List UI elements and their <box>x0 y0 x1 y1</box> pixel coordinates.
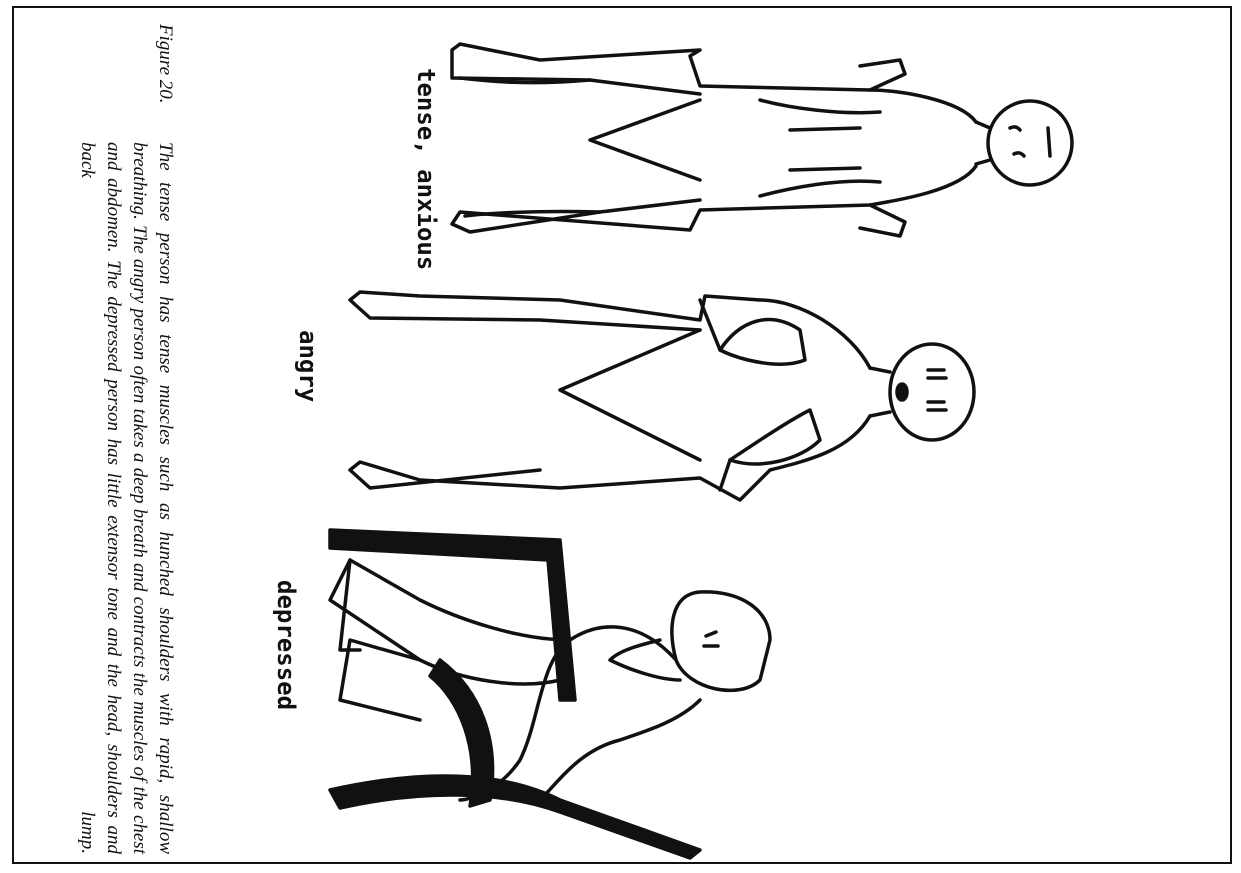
label-angry: angry <box>294 330 322 402</box>
figure-label: Figure 20. <box>48 24 178 142</box>
angry-figure <box>350 292 974 500</box>
figure-caption-region: Figure 20. The tense person has tense mu… <box>48 24 178 854</box>
figure-caption: Figure 20. The tense person has tense mu… <box>48 24 178 854</box>
figure-caption-text: The tense person has tense muscles such … <box>48 142 178 854</box>
label-tense: tense, anxious <box>412 68 440 270</box>
label-depressed: depressed <box>272 580 300 710</box>
tense-figure <box>452 44 1072 236</box>
